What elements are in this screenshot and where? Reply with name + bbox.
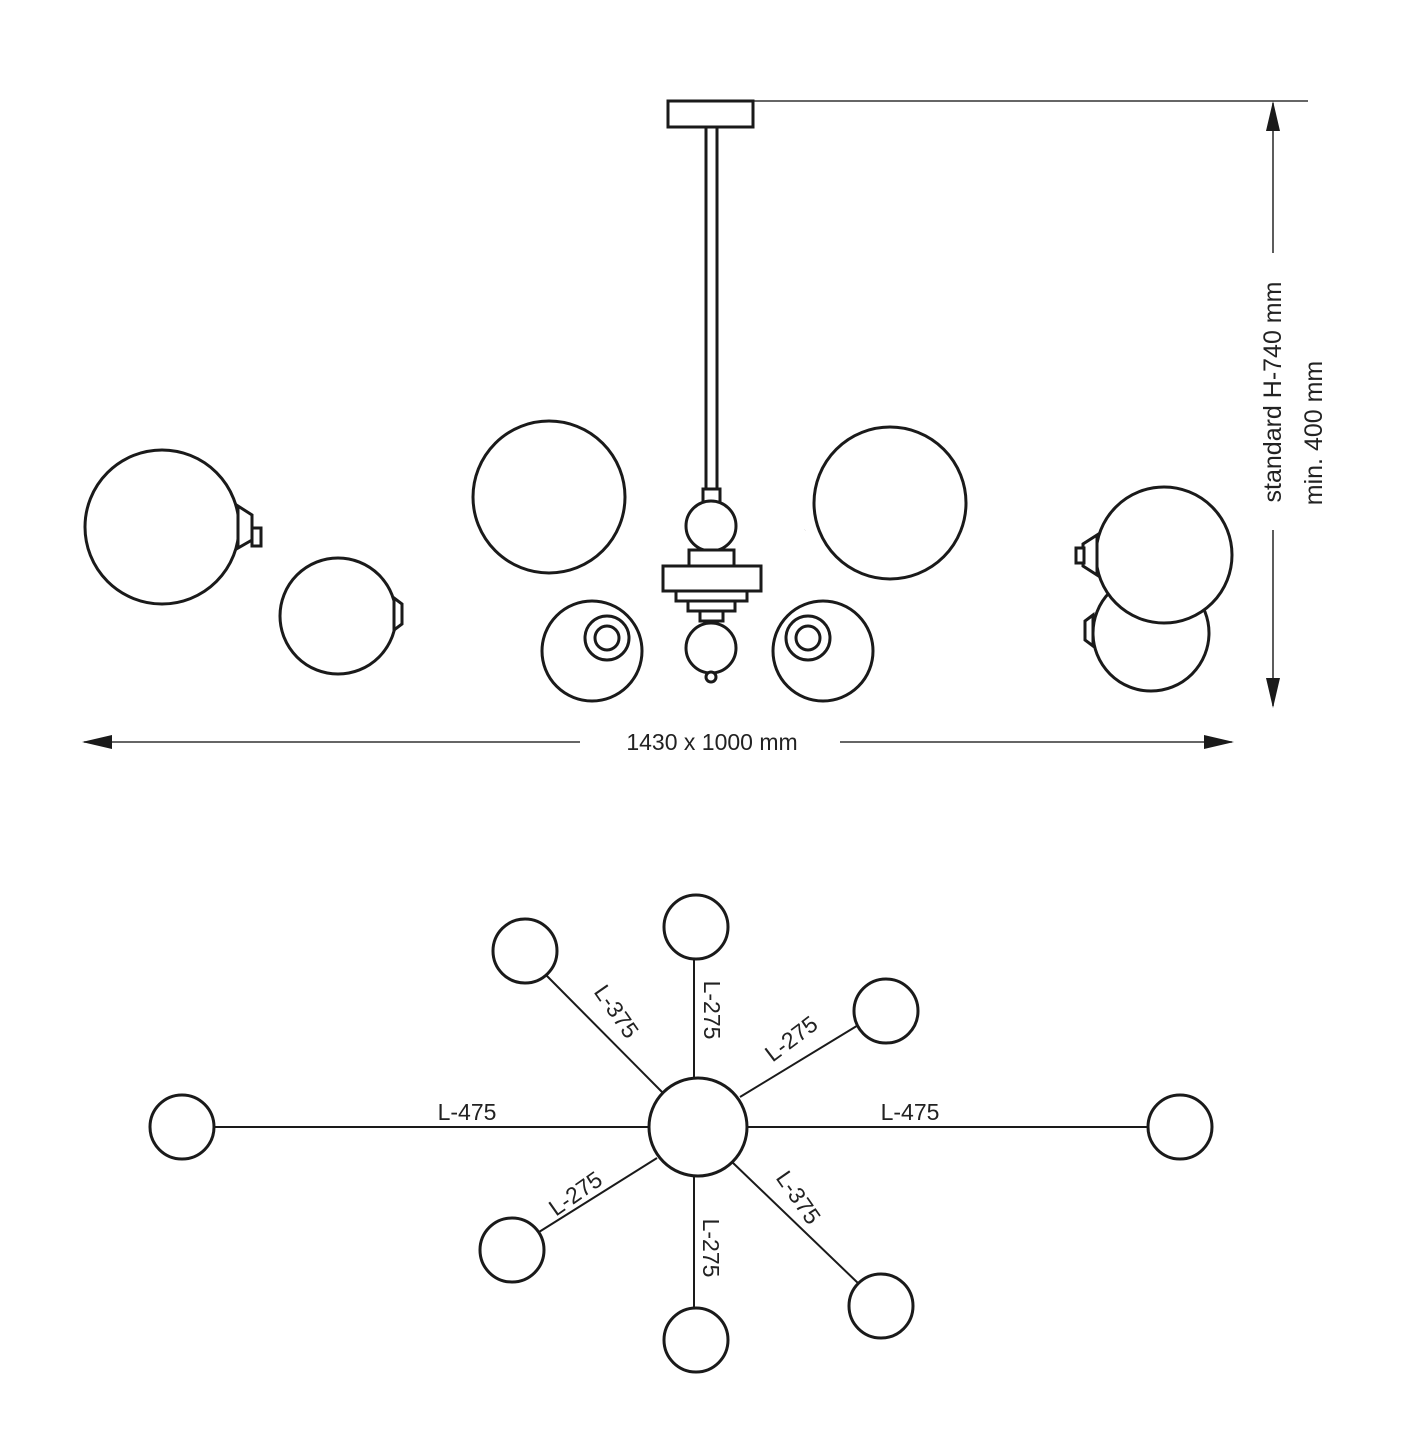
socket-far-left: [236, 503, 254, 551]
arm-upper-left: [545, 974, 665, 1095]
top-view-hub: [647, 1076, 749, 1178]
height-standard-label: standard H-740 mm: [1259, 282, 1287, 503]
side-view: 1430 x 1000 mm standard H-740 mm min. 40…: [82, 99, 1328, 755]
socket-far-right: [1081, 532, 1099, 578]
suspension-rod: [704, 125, 719, 493]
top-globe-lower-right: [847, 1272, 915, 1340]
ceiling-canopy: [666, 99, 755, 129]
globe-far-left: [83, 448, 241, 606]
width-label: 1430 x 1000 mm: [626, 729, 797, 755]
top-globe-right: [1146, 1093, 1214, 1161]
globe-center-left: [471, 419, 627, 575]
label-lower-right: L-375: [771, 1166, 826, 1229]
top-globe-upper-left: [491, 917, 559, 985]
label-upper-right: L-275: [760, 1011, 823, 1067]
central-hub: [661, 499, 763, 684]
arm-lower-right: [730, 1160, 861, 1286]
top-globe-top: [662, 893, 730, 961]
label-left-long: L-475: [438, 1099, 497, 1125]
height-min-label: min. 400 mm: [1300, 361, 1328, 505]
label-upper-left: L-375: [589, 980, 644, 1043]
top-globe-left: [148, 1093, 216, 1161]
top-globe-upper-right: [852, 977, 920, 1045]
globe-center-right: [812, 425, 968, 581]
arm-lower-left: [538, 1157, 658, 1233]
globe-left-low: [278, 556, 398, 676]
top-view: L-475 L-475 L-375 L-275 L-275 L-275 L-27…: [148, 893, 1214, 1374]
label-bottom: L-275: [698, 1219, 724, 1278]
label-right-long: L-475: [881, 1099, 940, 1125]
label-lower-left: L-275: [544, 1166, 607, 1221]
globe-far-right: [1094, 485, 1234, 625]
top-globe-lower-left: [478, 1216, 546, 1284]
label-top: L-275: [699, 981, 725, 1040]
top-globe-bottom: [662, 1306, 730, 1374]
arm-upper-right: [739, 1023, 861, 1098]
